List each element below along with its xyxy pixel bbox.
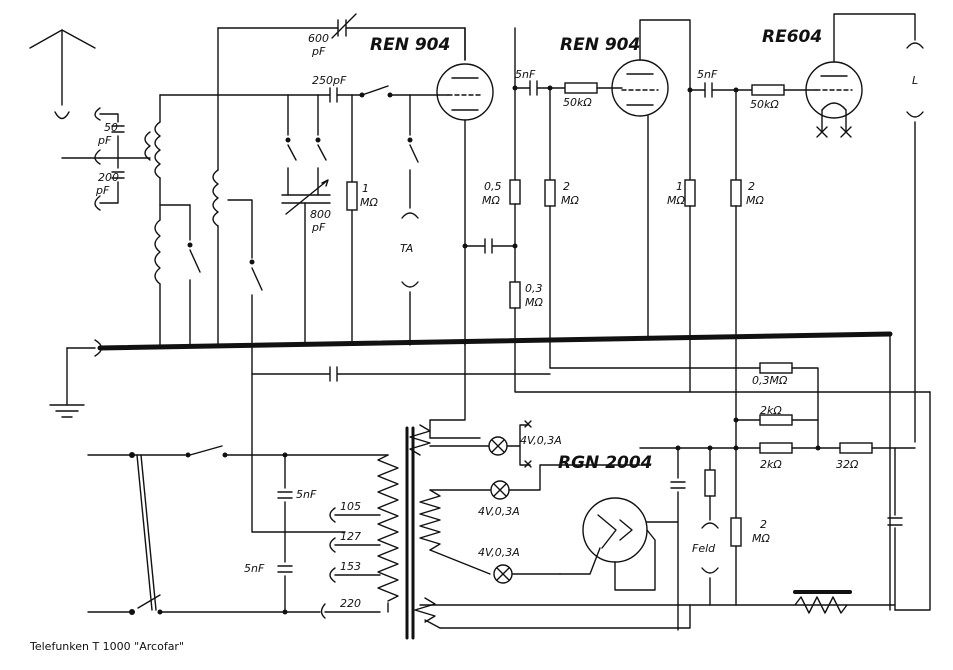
rectifier-label: RGN 2004 <box>558 453 653 473</box>
c250-label: 250pF <box>312 74 347 87</box>
c5nf-d-label: 5nF <box>244 562 265 575</box>
chassis-bus <box>97 331 893 351</box>
antenna-coil <box>144 94 191 346</box>
band-switch-1 <box>187 204 201 346</box>
c50-unit: pF <box>97 134 112 147</box>
dial-lamps <box>429 420 641 584</box>
c5nf-b-label: 5nF <box>697 68 718 81</box>
tube-v2 <box>611 19 691 341</box>
c200-unit: pF <box>95 184 110 197</box>
lamp-1-label: 4V,0,3A <box>520 434 562 447</box>
c600-value: 600 <box>308 32 329 45</box>
r03m-h-label: 0,3MΩ <box>752 374 788 387</box>
r2m-c-value: 2 <box>760 518 767 531</box>
voltage-selector <box>320 507 381 619</box>
tube-v1-label: REN 904 <box>370 35 450 55</box>
tube-v1 <box>429 63 494 439</box>
r50k-b-label: 50kΩ <box>750 98 779 111</box>
r2m-b-value: 2 <box>748 180 755 193</box>
r1m-b-value: 1 <box>676 180 683 193</box>
secondary-windings <box>409 424 491 623</box>
speaker-jack <box>906 42 924 443</box>
r2m-c-unit: MΩ <box>752 532 770 545</box>
r2m-a-value: 2 <box>563 180 570 193</box>
r1m-a-unit: MΩ <box>360 196 378 209</box>
c600-unit: pF <box>311 45 326 58</box>
r2k-a-label: 2kΩ <box>760 404 782 417</box>
r1m-b-unit: MΩ <box>667 194 685 207</box>
filter-section <box>419 445 896 631</box>
lamp-3-label: 4V,0,3A <box>478 546 520 559</box>
power-transformer <box>377 426 415 640</box>
ta-label: TA <box>400 242 413 255</box>
mains-switch <box>87 445 389 615</box>
antenna-terminals <box>61 107 151 211</box>
antenna-symbol <box>29 29 96 120</box>
c50-value: 50 <box>104 121 118 134</box>
c800-value: 800 <box>310 208 331 221</box>
c5nf-c-label: 5nF <box>296 488 317 501</box>
r50k-a-label: 50kΩ <box>563 96 592 109</box>
grid-circuit <box>159 85 439 346</box>
r2k-b-label: 2kΩ <box>760 458 782 471</box>
c5nf-a-label: 5nF <box>515 68 536 81</box>
tap-153: 153 <box>340 560 361 573</box>
coupling-v1-v2 <box>462 27 931 393</box>
r05m-value: 0,5 <box>484 180 502 193</box>
bias-network <box>251 344 916 611</box>
r03m-unit: MΩ <box>525 296 543 309</box>
r03m-value: 0,3 <box>525 282 543 295</box>
r05m-unit: MΩ <box>482 194 500 207</box>
caption: Telefunken T 1000 "Arcofar" <box>29 640 184 653</box>
ground-symbol <box>49 339 103 418</box>
tap-127: 127 <box>340 530 361 543</box>
hum-resistor <box>424 391 931 629</box>
pickup-jack <box>401 212 419 346</box>
lamp-2-label: 4V,0,3A <box>478 505 520 518</box>
c200-value: 200 <box>98 171 119 184</box>
reaction-coil <box>212 27 263 346</box>
tap-220: 220 <box>340 597 361 610</box>
tube-v3-label: RE604 <box>762 27 822 47</box>
speaker-label: L <box>912 74 918 87</box>
r1m-a-value: 1 <box>362 182 369 195</box>
r2m-a-unit: MΩ <box>561 194 579 207</box>
tube-v2-label: REN 904 <box>560 35 640 55</box>
r32-label: 32Ω <box>836 458 859 471</box>
r2m-b-unit: MΩ <box>746 194 764 207</box>
bus-drops <box>464 333 891 611</box>
feld-label: Feld <box>692 542 716 555</box>
tube-v3 <box>805 13 916 138</box>
tap-105: 105 <box>340 500 361 513</box>
rectifier-tube <box>559 497 679 591</box>
c800-unit: pF <box>311 221 326 234</box>
